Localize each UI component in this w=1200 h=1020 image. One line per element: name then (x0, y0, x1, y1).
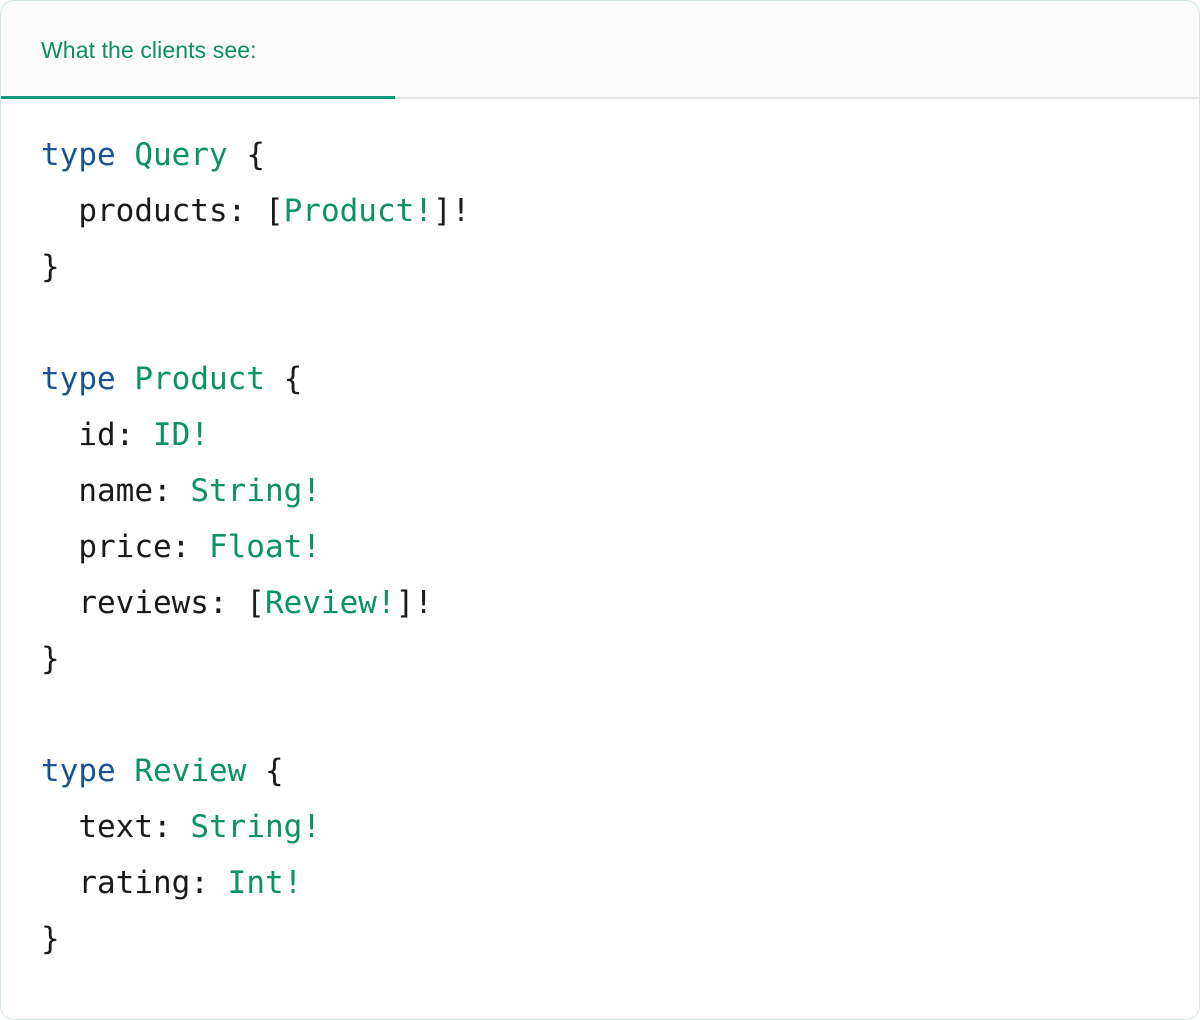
code-token: reviews: (78, 585, 228, 621)
code-token: { (246, 753, 284, 789)
graphql-schema-code: type Query { products: [Product!]!} type… (1, 127, 1199, 967)
code-token (116, 753, 135, 789)
code-token: Float! (208, 529, 321, 565)
code-line: type Query { (41, 127, 1199, 183)
code-token (116, 361, 135, 397)
code-token: { (227, 137, 265, 173)
code-line: type Review { (41, 743, 1199, 799)
code-lines: type Query { products: [Product!]!} type… (41, 127, 1199, 967)
code-token: name: (78, 473, 172, 509)
code-token: id: (78, 417, 135, 453)
code-token: type (41, 137, 116, 173)
code-line: } (41, 631, 1199, 687)
code-token (172, 473, 191, 509)
code-token: text: (78, 809, 172, 845)
code-token (190, 529, 209, 565)
code-panel: type Query { products: [Product!]!} type… (1, 99, 1199, 967)
code-token: type (41, 753, 116, 789)
code-line: text: String! (41, 799, 1199, 855)
code-line: type Product { (41, 351, 1199, 407)
code-token: String! (190, 473, 321, 509)
code-token: rating: (78, 865, 209, 901)
code-token: Review! (264, 585, 396, 621)
tab-label: What the clients see: (41, 36, 257, 63)
code-token: [ (246, 193, 284, 229)
code-token: Query (134, 137, 228, 173)
tab-what-the-clients-see[interactable]: What the clients see: (1, 1, 395, 99)
code-token (134, 417, 153, 453)
tab-strip: What the clients see: (1, 1, 1199, 99)
code-token: { (264, 361, 303, 397)
code-token: price: (78, 529, 191, 565)
code-line (41, 295, 1199, 351)
code-line: } (41, 911, 1199, 967)
code-token: ID! (153, 417, 209, 453)
code-line: rating: Int! (41, 855, 1199, 911)
code-token: } (41, 921, 60, 957)
code-token: String! (190, 809, 321, 845)
code-line: } (41, 239, 1199, 295)
tab-active-underline (1, 96, 395, 99)
code-token (209, 865, 228, 901)
code-token: [ (227, 585, 265, 621)
code-token: products: (78, 193, 247, 229)
code-token: Review (134, 753, 247, 789)
code-token: type (41, 361, 116, 397)
code-token: Int! (227, 865, 303, 901)
code-line: id: ID! (41, 407, 1199, 463)
code-token: Product! (283, 193, 433, 229)
code-line: price: Float! (41, 519, 1199, 575)
code-line: reviews: [Review!]! (41, 575, 1199, 631)
code-line (41, 687, 1199, 743)
code-line: name: String! (41, 463, 1199, 519)
code-token: } (41, 641, 60, 677)
code-token: } (41, 249, 60, 285)
code-token: ]! (395, 585, 433, 621)
code-token (116, 137, 135, 173)
code-token: Product (134, 361, 265, 397)
code-token: ]! (432, 193, 471, 229)
code-line: products: [Product!]! (41, 183, 1199, 239)
code-token (172, 809, 191, 845)
